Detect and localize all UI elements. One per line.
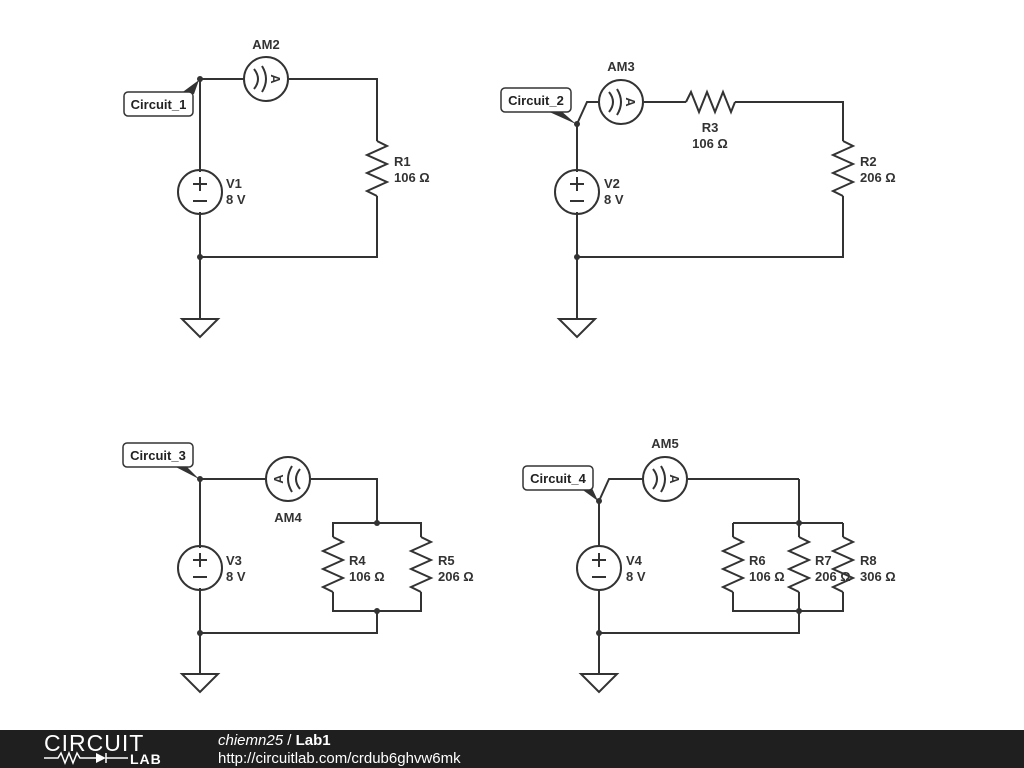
resistor-name: R3	[702, 120, 719, 135]
resistor-r5[interactable]	[408, 536, 434, 593]
ammeter-name: AM3	[607, 59, 634, 74]
net-label-tag[interactable]: Circuit_2	[500, 87, 576, 124]
source-name: V3	[226, 553, 242, 568]
footer-project-link[interactable]: Lab1	[295, 732, 331, 749]
resistor-r1[interactable]	[364, 140, 390, 197]
voltage-source-v1[interactable]	[177, 169, 223, 215]
resistor-name: R1	[394, 154, 411, 169]
circuit-2: V2 8 V A AM3 R3 106 Ω R2 206 Ω Circuit_2	[500, 59, 896, 339]
junction-dot	[596, 498, 602, 504]
ammeter-symbol: A	[271, 474, 286, 484]
ammeter-symbol: A	[268, 74, 283, 84]
circuit-1: V1 8 V A AM2 R1 106 Ω Circuit_1	[123, 37, 430, 339]
wire	[576, 101, 844, 318]
resistor-diode-logo-icon	[44, 751, 128, 765]
junction-dot	[374, 608, 380, 614]
resistor-value: 206 Ω	[860, 170, 896, 185]
junction-dot	[796, 520, 802, 526]
net-label-tag[interactable]: Circuit_1	[123, 80, 199, 117]
junction-dot	[574, 121, 580, 127]
resistor-value: 106 Ω	[692, 136, 728, 151]
net-label-text: Circuit_2	[508, 93, 564, 108]
logo-text-top: CIRCUIT	[44, 730, 145, 756]
resistor-name: R2	[860, 154, 877, 169]
resistor-r7[interactable]	[786, 536, 812, 593]
logo-text-bottom: LAB	[130, 751, 162, 767]
resistor-value: 106 Ω	[394, 170, 430, 185]
source-value: 8 V	[226, 569, 246, 584]
footer-bar: CIRCUIT LAB chiemn25 / Lab1 http://circu…	[0, 730, 1024, 768]
junction-dot	[596, 630, 602, 636]
resistor-r4[interactable]	[320, 536, 346, 593]
ground-symbol	[179, 318, 221, 339]
resistor-value: 306 Ω	[860, 569, 896, 584]
ammeter-am2[interactable]: A	[243, 56, 289, 102]
footer-url-link[interactable]: http://circuitlab.com/crdub6ghvw6mk	[218, 750, 461, 767]
voltage-source-v3[interactable]	[177, 545, 223, 591]
wire	[199, 78, 378, 318]
ground-symbol	[179, 673, 221, 694]
net-label-tag[interactable]: Circuit_3	[122, 442, 199, 479]
source-name: V1	[226, 176, 242, 191]
ammeter-name: AM4	[274, 510, 302, 525]
net-label-text: Circuit_1	[131, 97, 187, 112]
source-value: 8 V	[226, 192, 246, 207]
junction-dot	[574, 254, 580, 260]
resistor-r6[interactable]	[720, 536, 746, 593]
ammeter-name: AM5	[651, 436, 678, 451]
junction-dot	[197, 254, 203, 260]
ammeter-symbol: A	[623, 97, 638, 107]
schematic-canvas: V1 8 V A AM2 R1 106 Ω Circuit_1 V2 8 V	[122, 37, 896, 694]
junction-dot	[197, 476, 203, 482]
resistor-value: 106 Ω	[749, 569, 785, 584]
source-name: V2	[604, 176, 620, 191]
resistor-r8[interactable]	[830, 536, 856, 593]
ammeter-name: AM2	[252, 37, 279, 52]
resistor-name: R7	[815, 553, 832, 568]
breadcrumb: chiemn25 / Lab1	[218, 732, 331, 750]
net-label-tag[interactable]: Circuit_4	[522, 465, 598, 501]
junction-dot	[197, 630, 203, 636]
circuitlab-logo[interactable]: CIRCUIT LAB	[44, 730, 184, 768]
junction-dot	[374, 520, 380, 526]
resistor-value: 106 Ω	[349, 569, 385, 584]
resistor-name: R6	[749, 553, 766, 568]
circuit-4: V4 8 V A AM5 R6 106 Ω R7 206 Ω R8 306 Ω …	[522, 436, 896, 694]
net-label-text: Circuit_4	[530, 471, 586, 486]
ammeter-symbol: A	[667, 474, 682, 484]
resistor-r3[interactable]	[685, 89, 736, 115]
ammeter-am3[interactable]: A	[598, 79, 644, 125]
resistor-name: R4	[349, 553, 366, 568]
source-name: V4	[626, 553, 643, 568]
circuit-3: V3 8 V A AM4 R4 106 Ω R5 206 Ω Circuit_3	[122, 442, 474, 694]
footer-user-link[interactable]: chiemn25	[218, 732, 284, 749]
ammeter-am4[interactable]: A	[265, 456, 311, 502]
net-label-text: Circuit_3	[130, 448, 186, 463]
ammeter-am5[interactable]: A	[642, 456, 688, 502]
voltage-source-v2[interactable]	[554, 169, 600, 215]
resistor-r2[interactable]	[830, 140, 856, 197]
breadcrumb-separator: /	[283, 732, 296, 749]
ground-symbol	[578, 673, 620, 694]
voltage-source-v4[interactable]	[576, 545, 622, 591]
source-value: 8 V	[604, 192, 624, 207]
ground-symbol	[556, 318, 598, 339]
junction-dot	[796, 608, 802, 614]
resistor-value: 206 Ω	[438, 569, 474, 584]
source-value: 8 V	[626, 569, 646, 584]
resistor-name: R8	[860, 553, 877, 568]
resistor-name: R5	[438, 553, 455, 568]
